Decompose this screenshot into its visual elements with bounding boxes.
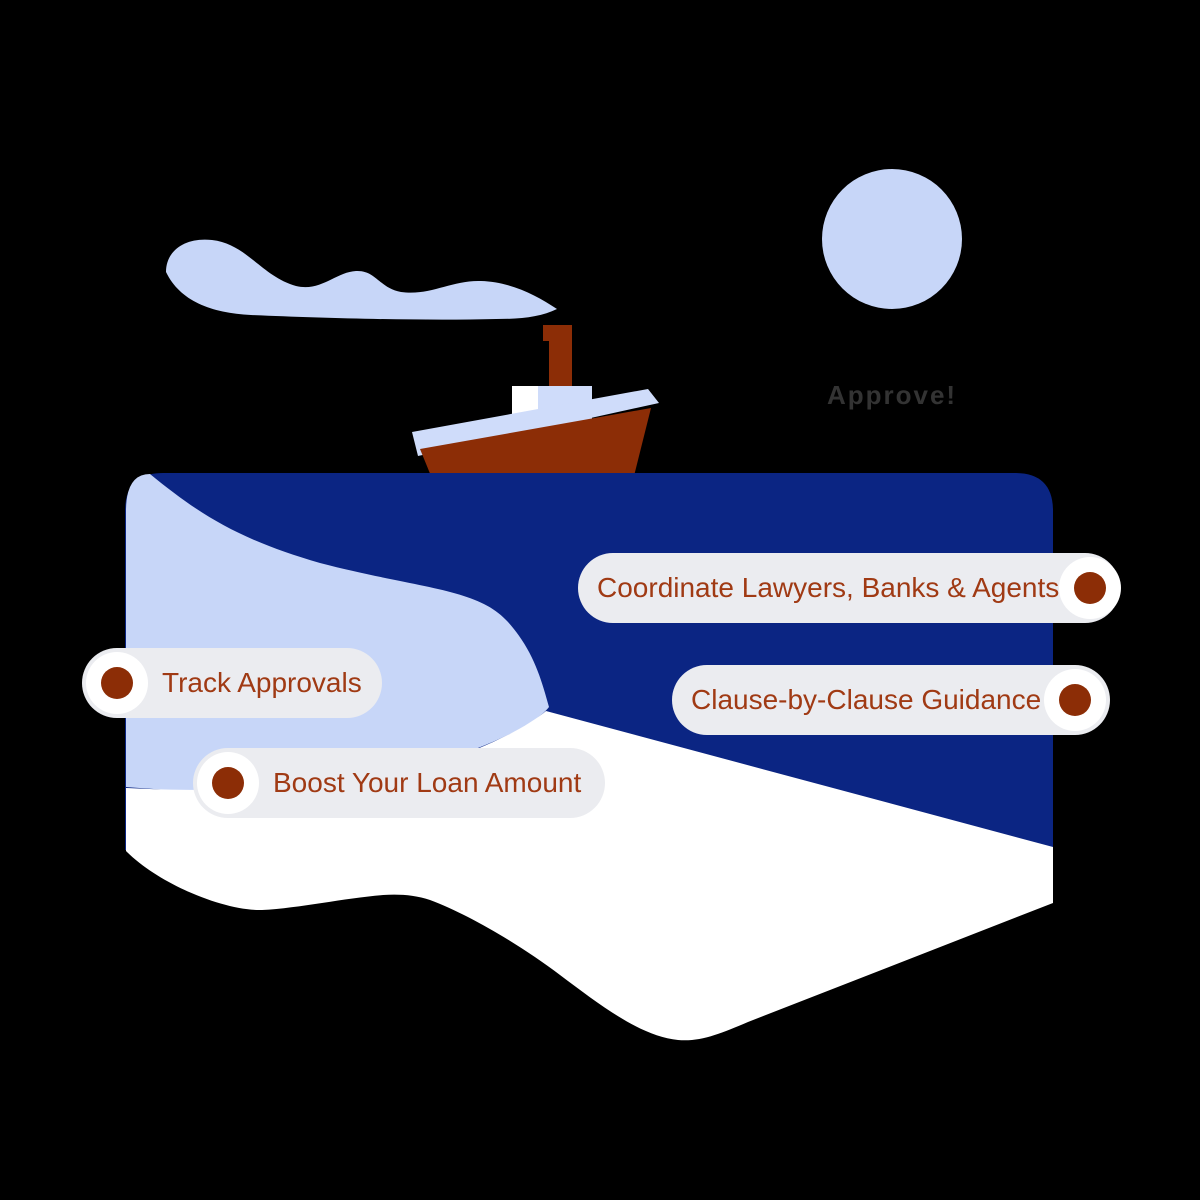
pill-clause-guidance-label: Clause-by-Clause Guidance [691,684,1042,715]
ship-funnel [543,325,572,394]
pill-clause-guidance[interactable]: Clause-by-Clause Guidance [672,665,1110,735]
bullet-dot-icon [1044,669,1106,731]
pill-track-approvals-label: Track Approvals [162,667,362,698]
pill-boost-loan-label: Boost Your Loan Amount [273,767,582,798]
ship-hull [420,408,651,476]
pill-boost-loan[interactable]: Boost Your Loan Amount [193,748,605,818]
dot-icon [101,667,133,699]
bullet-dot-icon [197,752,259,814]
dot-icon [1059,684,1091,716]
dot-icon [1074,572,1107,604]
approve-caption: Approve! [826,380,958,410]
bullet-dot-icon [86,652,148,714]
sun-icon [822,169,962,309]
pill-coordinate-lawyers[interactable]: Coordinate Lawyers, Banks & Agents [578,553,1122,623]
pill-track-approvals[interactable]: Track Approvals [82,648,382,718]
smoke-cloud-icon [166,239,557,320]
steamship-icon [412,325,659,476]
pill-coordinate-lawyers-label: Coordinate Lawyers, Banks & Agents [597,572,1060,603]
bullet-dot-icon [1059,557,1122,619]
ship-deck-stripe [412,389,659,456]
dot-icon [212,767,244,799]
